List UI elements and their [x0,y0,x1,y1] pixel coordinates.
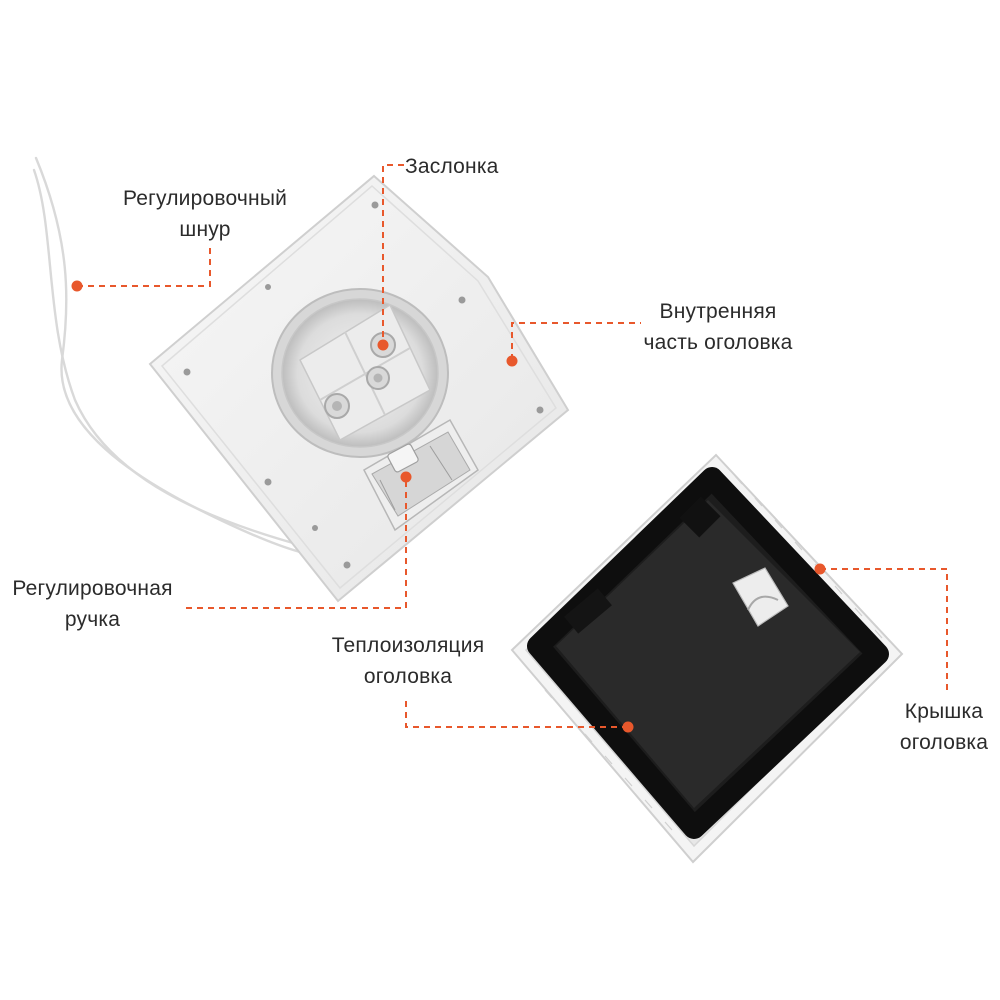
dot-insulation [622,721,634,733]
leader-cord [77,248,211,287]
label-insulation-line2: оголовка [363,665,453,688]
dot-handle [400,471,412,483]
leader-insulation [405,697,628,728]
dot-damper [377,339,389,351]
label-adjustment-cord: Регулировочный шнур [100,183,310,245]
label-inner-line1: Внутренняя [659,300,777,323]
damper-flap [299,303,431,442]
leader-dots [71,280,826,733]
leader-cover [820,568,948,695]
leader-handle [186,477,407,609]
label-handle-line1: Регулировочная [12,577,173,600]
head-insulation [527,467,889,839]
inner-head-part [148,174,570,603]
label-handle-line2: ручка [64,608,121,631]
label-adjustment-handle: Регулировочная ручка [0,573,185,635]
dot-cord [71,280,83,292]
head-cover [510,453,904,864]
label-cord-line1: Регулировочный [122,187,288,210]
label-damper-text: Заслонка [405,155,499,178]
leader-inner [511,322,641,360]
label-cord-line2: шнур [179,218,231,241]
label-insulation-line1: Теплоизоляция [331,634,485,657]
dot-inner [506,355,518,367]
adjustment-cord [32,156,302,554]
label-inner-line2: часть оголовка [643,331,793,354]
label-damper: Заслонка [405,151,525,182]
label-cover-line1: Крышка [904,700,984,723]
label-head-cover: Крышка оголовка [888,696,1000,758]
label-inner-head-part: Внутренняя часть оголовка [618,296,818,358]
leader-lines [77,164,948,728]
label-cover-line2: оголовка [899,731,989,754]
adjustment-handle [363,418,479,532]
dot-cover [814,563,826,575]
label-head-insulation: Теплоизоляция оголовка [308,630,508,692]
